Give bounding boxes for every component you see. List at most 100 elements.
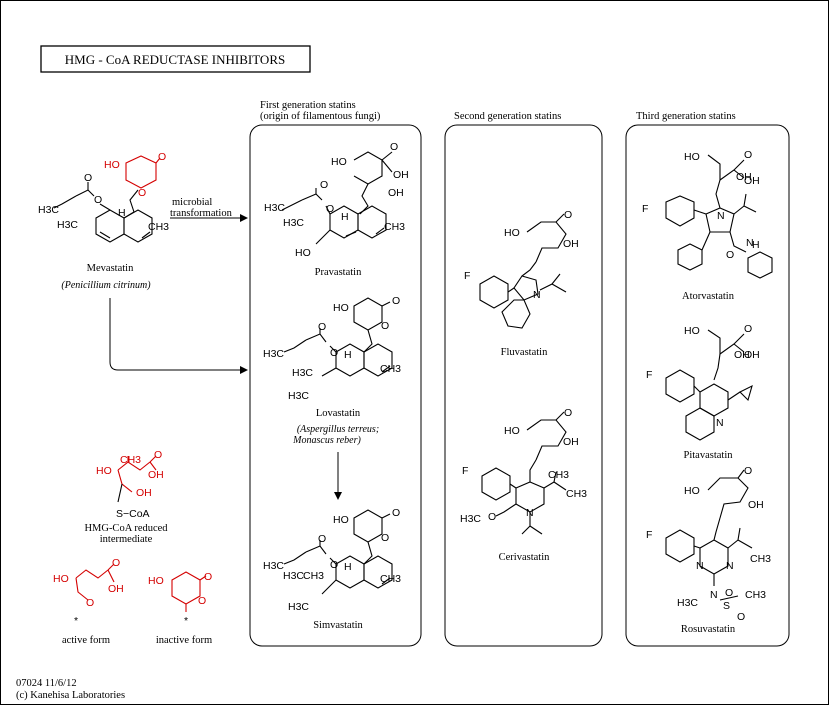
quinoline-pyridine [699,383,729,417]
active-form-label: active form [62,635,110,646]
hydroxyl-label: OH [108,583,124,595]
nitrogen-label: N [717,210,725,222]
carbonyl-bond [555,411,565,421]
fluvastatin-name: Fluvastatin [501,347,548,358]
hydroxyl-label: OH [393,169,409,181]
methyl-label: H3C [292,367,313,379]
aryl-bond [507,287,515,293]
lactone-ring [353,297,383,331]
pyrrole-ring [705,207,735,233]
attachment-marker: * [74,615,78,627]
hydroxyl-label: HO [96,465,112,477]
ethyl-linker [363,329,373,353]
aryl-bond [693,385,701,393]
ring-oxygen-label: O [138,187,146,199]
fluorophenyl-ring [479,275,509,309]
methoxymethyl-group [495,503,517,517]
decalin-ring-b [357,205,387,239]
fluorine-label: F [646,369,652,381]
hydroxyl-label: OH [734,349,750,361]
nitrogen-label: N [726,560,734,572]
ester-bond [305,333,327,343]
isopropyl-bond [553,481,567,491]
carbonyl-oxygen-label: O [318,321,326,333]
methyl-label: CH3 [745,589,766,601]
aryl-bond [693,209,707,215]
title-box: HMG - CoA REDUCTASE INHIBITORS [40,45,311,73]
lovastatin-source: Monascus reber) [292,435,361,446]
second-gen-panel [444,124,603,647]
ester-bond [305,545,327,555]
vinyl-linker [521,261,537,277]
mevastatin-name: Mevastatin [87,263,134,274]
cerivastatin-name: Cerivastatin [499,552,550,563]
hydroxyl-label: OH [136,487,152,499]
hydrogen-label: H [341,211,349,223]
hydroxyl-label: HO [504,425,520,437]
microbial-label: microbial [172,197,212,208]
methoxy-label: H3C [460,513,481,525]
carbonyl-oxygen-label: O [204,571,212,583]
carbonyl-oxygen-label: O [744,323,752,335]
ethyl-linker [715,179,721,209]
ring-oxygen-label: O [158,151,166,163]
thioester-bond [117,483,123,503]
sulfur-label: S [723,600,730,612]
ester-bond [329,345,337,353]
double-bond [381,365,391,373]
dihydroxy-acid-chain [75,569,109,579]
cyclopropyl-bond [727,391,741,401]
lactone-ring [125,155,157,189]
methyl-label: H3C [57,219,78,231]
hydroxyl-label: HO [295,247,311,259]
decalin-ring-b [123,209,153,243]
methyl-label: CH3 [303,570,324,582]
carboxyl-bond [381,151,393,161]
pravastatin-name: Pravastatin [315,267,362,278]
dihydroxy-acid-chain [526,419,567,461]
hmg-coa-label: HMG-CoA reduced [84,523,168,534]
fluorine-label: F [462,465,468,477]
hydroxyl-label: OH [148,469,164,481]
hydroxyl-label: HO [333,514,349,526]
carbonyl-oxygen-label: O [564,407,572,419]
hydrogen-label: H [344,349,352,361]
ester-bond [325,205,331,215]
atorvastatin-structure: HO O OH OH N O N H F [642,149,773,279]
vinyl-linker [713,353,721,381]
hydroxyl-label: HO [504,227,520,239]
butyl-chain [281,199,303,211]
third-gen-heading: Third generation statins [636,111,736,122]
aryl-bond [693,545,701,549]
methyl-label: CH3 [120,454,141,466]
carbonyl-oxygen-label: O [390,141,398,153]
methyl-label: H3C [288,601,309,613]
lovastatin-structure: HO O O H CH3 H3C O O H3C H3C [263,295,401,402]
carbonyl-oxygen-label: O [84,172,92,184]
title-frame [40,45,311,73]
carbonyl-bond [737,469,745,479]
hydroxyl-label: OH [736,171,752,183]
carbonyl-bond [107,563,115,571]
fluorine-label: F [646,529,652,541]
decalin-ring-b [363,555,393,589]
isopropyl-group [727,527,741,549]
hydroxyl-label: HO [684,151,700,163]
simvastatin-name: Simvastatin [313,620,363,631]
mevastatin-structure: HO O O H CH3 O O H3C H3C [38,151,169,243]
cyclopropyl-ring [739,384,753,402]
first-gen-panel [249,124,422,647]
sulfonyl-oxygen-label: O [725,587,733,599]
atorvastatin-name: Atorvastatin [682,291,735,302]
ester-bond [75,189,95,197]
inactive-form-label: inactive form [156,635,212,646]
cerivastatin-structure: HO O OH N CH3 CH3 H3C O F [460,407,587,535]
sulfonyl-oxygen-label: O [737,611,745,623]
methyl-label: H3C [288,390,309,402]
methyl-label: H3C [283,570,304,582]
carbonyl-bond [381,301,391,307]
nitrogen-label: N [710,589,718,601]
nitrogen-label: N [716,417,724,429]
pravastatin-structure: HO O OH OH H CH3 HO O O H3C H3C [264,141,409,259]
hydroxyl-label: HO [331,156,347,168]
